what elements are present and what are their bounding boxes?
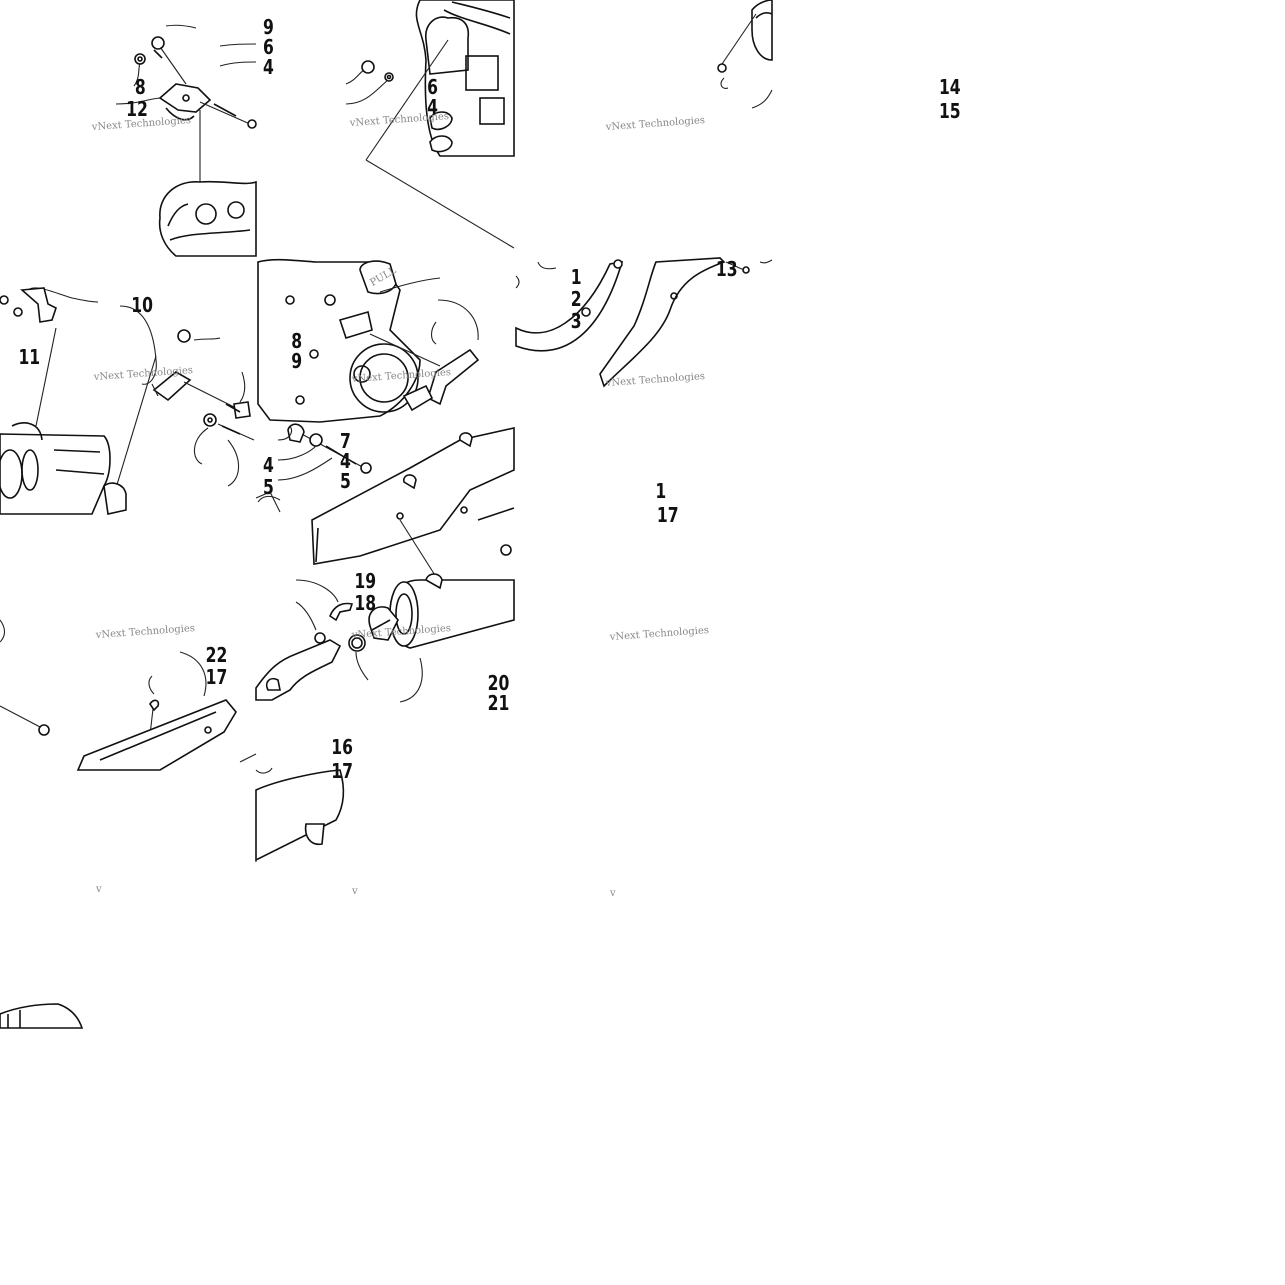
starter-bracket-assembly (115, 24, 257, 257)
callout-9: 9 (263, 16, 274, 39)
watermark-fragment: v (351, 886, 358, 897)
exhaust-upper-hardware (717, 0, 773, 109)
callout-5: 5 (263, 476, 274, 499)
callout-10: 10 (131, 294, 153, 317)
starter-motor-assembly (0, 287, 255, 515)
callout-16b: 16 (331, 736, 353, 759)
callout-17b: 17 (206, 666, 228, 689)
callout-8: 8 (135, 76, 146, 99)
callout-6b: 6 (427, 76, 438, 99)
exhaust-pipe-assembly (515, 257, 773, 388)
callout-12: 12 (126, 98, 148, 121)
watermark-text: vNext Technologies (94, 623, 195, 641)
watermark-text: vNext Technologies (608, 625, 709, 643)
callout-14: 14 (939, 76, 961, 99)
callout-18: 18 (354, 592, 376, 615)
callout-1: 1 (571, 266, 582, 289)
callout-17c: 17 (331, 760, 353, 783)
callout-11: 11 (18, 346, 40, 369)
watermark-layer: vNext Technologies vNext Technologies vNex… (90, 111, 709, 899)
muffler-fragment-bottom (0, 1003, 84, 1029)
watermark-fragment: v (609, 888, 616, 899)
callout-8b: 8 (291, 330, 302, 353)
callout-16: 1 (655, 480, 666, 503)
callout-21: 21 (488, 692, 510, 715)
callout-4: 4 (263, 56, 274, 79)
callout-4b: 4 (427, 96, 438, 119)
callout-5b: 5 (340, 470, 351, 493)
callout-2: 2 (571, 288, 582, 311)
watermark-text: vNext Technologies (604, 115, 705, 133)
engine-upper-assembly (345, 0, 515, 249)
callout-7: 7 (340, 430, 351, 453)
callout-6: 6 (263, 36, 274, 59)
callout-17: 17 (657, 504, 679, 527)
callout-13: 13 (716, 258, 738, 281)
callout-4c: 4 (263, 454, 274, 477)
callout-15: 15 (939, 100, 961, 123)
recoil-starter-assembly: PULL (257, 258, 480, 503)
callout-4d: 4 (340, 450, 351, 473)
watermark-text: vNext Technologies (604, 371, 705, 389)
callout-22: 22 (206, 644, 228, 667)
callout-3: 3 (571, 310, 582, 333)
callout-20: 20 (488, 672, 510, 695)
watermark-fragment: v (95, 884, 102, 895)
callout-19: 19 (354, 570, 376, 593)
callout-9b: 9 (291, 350, 302, 373)
muffler-heat-shield-left (0, 619, 237, 771)
muffler-assembly (239, 427, 515, 862)
